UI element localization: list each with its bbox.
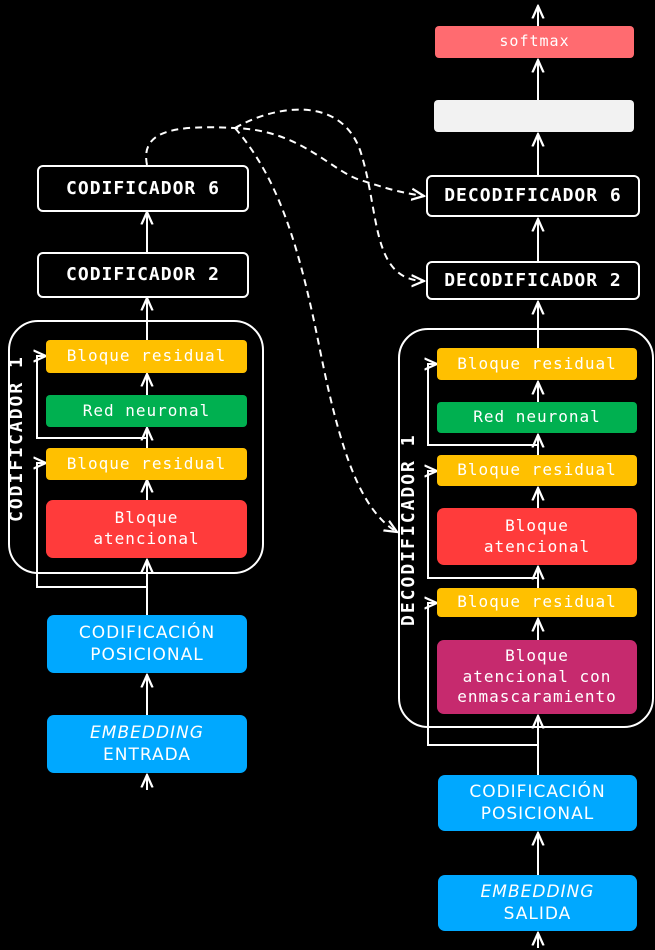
decoder-residual-block-top: Bloque residual: [437, 348, 637, 380]
encoder-2-label: CODIFICADOR 2: [66, 264, 220, 286]
encoder-posenc-line2: POSICIONAL: [90, 645, 204, 665]
softmax-label: softmax: [499, 32, 570, 51]
encoder-2-box: CODIFICADOR 2: [37, 252, 249, 298]
decoder-residual-bottom-label: Bloque residual: [457, 592, 617, 612]
encoder-1-label: CODIFICADOR 1: [6, 355, 27, 522]
decoder-1-group: [398, 328, 654, 728]
decoder-2-box: DECODIFICADOR 2: [426, 261, 640, 300]
decoder-masked-line2: atencional con: [462, 666, 612, 686]
encoder-6-label: CODIFICADOR 6: [66, 177, 220, 199]
encoder-residual-mid-label: Bloque residual: [66, 453, 227, 473]
encoder-residual-top-label: Bloque residual: [66, 346, 227, 366]
decoder-6-box: DECODIFICADOR 6: [426, 175, 640, 217]
decoder-output-embedding: EMBEDDING SALIDA: [438, 875, 637, 931]
decoder-posenc-line1: CODIFICACIÓN: [469, 781, 606, 802]
decoder-masked-line1: Bloque: [505, 645, 569, 665]
encoder-posenc-line1: CODIFICACIÓN: [78, 622, 216, 643]
encoder-neural-network-block: Red neuronal: [46, 395, 247, 427]
decoder-embedding-line2: SALIDA: [503, 904, 572, 924]
encoder-1-group: [8, 320, 264, 574]
encoder-attention-line2: atencional: [93, 529, 200, 548]
encoder-attention-line1: Bloque: [114, 508, 179, 528]
linear-layer-box: [434, 100, 634, 132]
encoder-embedding-line1: EMBEDDING: [90, 722, 204, 743]
encoder-neural-label: Red neuronal: [82, 400, 211, 420]
decoder-attention-line2: atencional: [483, 536, 591, 556]
decoder-embedding-line1: EMBEDDING: [480, 881, 595, 902]
decoder-residual-top-label: Bloque residual: [457, 353, 617, 373]
decoder-positional-encoding: CODIFICACIÓN POSICIONAL: [438, 775, 637, 831]
encoder-embedding-line2: ENTRADA: [102, 745, 191, 765]
encoder-residual-block-mid: Bloque residual: [46, 448, 247, 480]
softmax-box: softmax: [435, 26, 634, 58]
decoder-posenc-line2: POSICIONAL: [480, 804, 595, 824]
encoder-positional-encoding: CODIFICACIÓN POSICIONAL: [47, 615, 247, 673]
decoder-6-label: DECODIFICADOR 6: [444, 185, 622, 207]
encoder-attention-block: Bloque atencional: [46, 500, 247, 558]
decoder-masked-attention-block: Bloque atencional con enmascaramiento: [437, 640, 637, 714]
decoder-2-label: DECODIFICADOR 2: [444, 269, 622, 291]
decoder-neural-label: Red neuronal: [473, 407, 601, 427]
decoder-masked-line3: enmascaramiento: [457, 687, 617, 707]
decoder-attention-line1: Bloque: [505, 515, 569, 535]
encoder-6-box: CODIFICADOR 6: [37, 165, 249, 212]
decoder-neural-network-block: Red neuronal: [437, 402, 637, 433]
decoder-attention-block: Bloque atencional: [437, 508, 637, 565]
decoder-residual-mid-label: Bloque residual: [457, 460, 617, 480]
decoder-1-label: DECODIFICADOR 1: [398, 433, 419, 626]
encoder-residual-block-top: Bloque residual: [46, 340, 247, 373]
decoder-residual-block-bottom: Bloque residual: [437, 588, 637, 617]
encoder-input-embedding: EMBEDDING ENTRADA: [47, 715, 247, 773]
decoder-residual-block-mid: Bloque residual: [437, 455, 637, 486]
